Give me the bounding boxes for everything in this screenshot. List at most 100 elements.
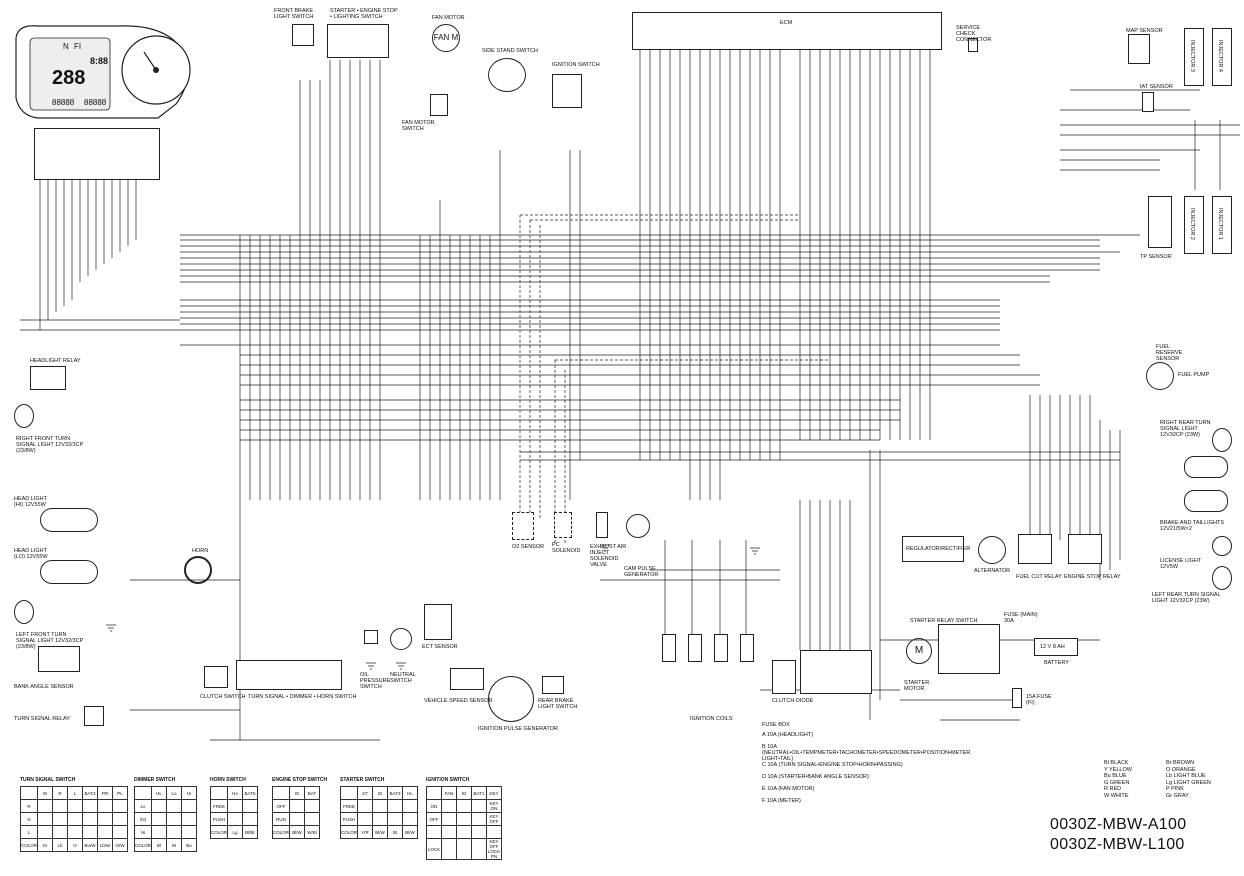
switch-cell: LOCK: [426, 838, 442, 860]
ecm-label: ECM: [780, 20, 793, 26]
legend-entry: Bu BLUE: [1104, 773, 1127, 779]
vehicle-speed-label: VEHICLE SPEED SENSOR: [424, 698, 493, 704]
engine-stop-relay: [1068, 534, 1102, 564]
switch-cell: [456, 825, 472, 839]
iat-sensor-label: IAT SENSOR: [1140, 84, 1173, 90]
fuse-line-a: A 10A (HEADLIGHT): [762, 732, 814, 738]
switch-cell: [486, 825, 502, 839]
switch-cell: [456, 812, 472, 826]
fan-motor-switch: [430, 94, 448, 116]
fuse-line-f: F 10A (METER): [762, 798, 801, 804]
legend-entry: P PINK: [1166, 786, 1184, 792]
switch-cell: [133, 786, 153, 800]
pc-solenoid: [554, 512, 572, 538]
switch-cell: COLOR: [209, 825, 229, 839]
tail-light-2: [1184, 490, 1228, 512]
switch-cell: [82, 825, 99, 839]
switch-cell: Bl/W: [289, 825, 306, 839]
switch-table-title: DIMMER SWITCH: [134, 777, 176, 783]
injector-2-label: INJECTOR 2: [1189, 208, 1195, 240]
ignition-coil-4: [740, 634, 754, 662]
fan-motor-label: FAN MOTOR: [432, 15, 465, 21]
meter-clock: 8:88: [90, 56, 109, 66]
legend-entry: R RED: [1104, 786, 1122, 792]
legend-entry: Bl BLACK: [1104, 760, 1129, 766]
ecm-box: [632, 12, 942, 50]
injector-3: [1184, 28, 1204, 86]
injector-2: [1184, 196, 1204, 254]
switch-cell: IG: [456, 786, 472, 800]
headlight-lo-label: HEAD LIGHT (LO) 12V55W: [14, 548, 48, 560]
switch-table-title: STARTER SWITCH: [340, 777, 385, 783]
legend-entry: Br BROWN: [1166, 760, 1195, 766]
switch-cell: Bl/Br: [242, 825, 259, 839]
front-brake-switch: [292, 24, 314, 46]
fuel-cut-label: FUEL CUT RELAY: [1016, 574, 1062, 580]
switch-cell: KEY OFF LOCK PN: [486, 838, 502, 860]
lr-turn-bulb: [1212, 566, 1232, 590]
switch-cell: [151, 825, 168, 839]
ect-sensor: [424, 604, 452, 640]
handlebar-switch: [236, 660, 342, 690]
switch-cell: [304, 799, 321, 813]
legend-entry: G GREEN: [1104, 779, 1130, 786]
starter-motor-icon: M: [906, 638, 932, 664]
switch-cell: W: [37, 786, 54, 800]
switch-cell: [82, 799, 99, 813]
switch-cell: ON: [426, 799, 442, 813]
switch-cell: Ho: [227, 786, 244, 800]
ignition-coil-1: [662, 634, 676, 662]
iat-sensor: [1142, 92, 1154, 112]
switch-cell: FREE: [339, 799, 359, 813]
vehicle-speed-sensor: [450, 668, 484, 690]
right-front-turn-label: RIGHT FRONT TURN SIGNAL LIGHT 12V32/3CP …: [16, 436, 84, 454]
front-brake-switch-label: FRONT BRAKE LIGHT SWITCH: [274, 8, 314, 20]
rear-brake-label: REAR BRAKE LIGHT SWITCH: [538, 698, 578, 710]
switch-cell: Hi: [133, 825, 153, 839]
switch-cell: KEY: [486, 786, 502, 800]
o2-sensor-label: O2 SENSOR: [512, 544, 545, 550]
alternator: [978, 536, 1006, 564]
fuse-line-d: D 10A (STARTER•BANK ANGLE SENSOR): [762, 774, 869, 780]
switch-cell: [151, 812, 168, 826]
ignition-switch-label: IGNITION SWITCH: [552, 62, 600, 68]
switch-cell: Bu: [181, 838, 198, 852]
switch-cell: Lo: [133, 799, 153, 813]
switch-cell: [471, 812, 487, 826]
headlight-hi-bulb: [40, 508, 98, 532]
oil-pressure-switch: [364, 630, 378, 644]
switch-table-title: ENGINE STOP SWITCH: [272, 777, 328, 783]
ignition-switch: [552, 74, 582, 108]
exhaust-solenoid-label: EXHAUST AIR INJECT SOLENOID VALVE: [590, 544, 627, 568]
switch-cell: [112, 812, 129, 826]
ignition-coil-2: [688, 634, 702, 662]
switch-cell: L: [67, 786, 84, 800]
left-rear-turn-label: LEFT REAR TURN SIGNAL LIGHT 12V32CP (23W…: [1152, 592, 1221, 604]
meter-outline: [15, 25, 191, 119]
switch-table-title: HORN SWITCH: [210, 777, 246, 783]
switch-cell: COLOR: [271, 825, 291, 839]
switch-cell: RUN: [271, 812, 291, 826]
switch-cell: Lg: [227, 825, 244, 839]
switch-cell: KEY ON: [486, 799, 502, 813]
switch-cell: Bu/W: [82, 838, 99, 852]
switch-cell: [52, 825, 69, 839]
switch-cell: [181, 799, 198, 813]
switch-cell: O/W: [112, 838, 129, 852]
map-sensor: [1128, 34, 1150, 64]
switch-cell: [441, 825, 457, 839]
legend-entry: W WHITE: [1104, 792, 1129, 799]
o2-sensor: [512, 512, 534, 540]
switch-cell: HL: [151, 786, 168, 800]
switch-cell: [441, 838, 457, 860]
injector-4-label: INJECTOR 4: [1217, 40, 1223, 72]
switch-cell: [19, 786, 39, 800]
switch-cell: [67, 825, 84, 839]
switch-cell: [242, 812, 259, 826]
legend-entry: Lb LIGHT BLUE: [1166, 773, 1206, 779]
switch-cell: [357, 799, 374, 813]
switch-cell: [52, 799, 69, 813]
switch-cell: [339, 786, 359, 800]
